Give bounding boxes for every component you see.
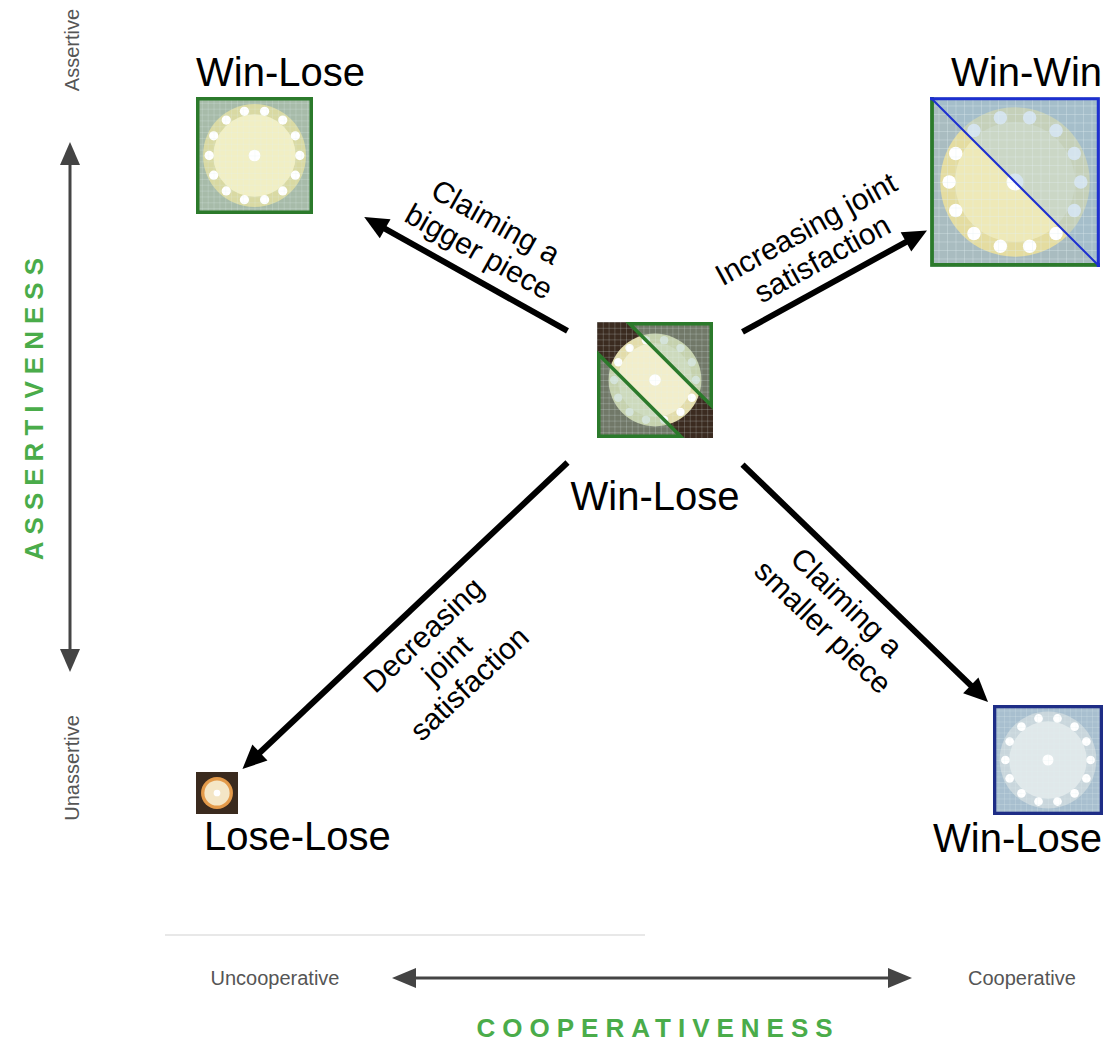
- pie-picture: [196, 97, 313, 214]
- arrowhead: [963, 677, 988, 702]
- arrowhead: [242, 745, 267, 769]
- pie-part: [196, 772, 238, 814]
- connector-arrow: [242, 463, 567, 769]
- outcome-label: Win-Lose: [571, 474, 740, 518]
- axis-label-holder: ASSERTIVENESS: [18, 251, 49, 560]
- pie-part: [995, 707, 1102, 814]
- outcome-node: Win-Lose: [930, 702, 1106, 863]
- axis-label-holder: Assertive: [60, 9, 84, 91]
- pie-part: [599, 354, 681, 436]
- axis-arrowhead: [60, 142, 80, 165]
- pie-part: [930, 97, 1100, 267]
- label-holder: Win-Lose: [571, 474, 740, 518]
- vertical-axis-line: [69, 160, 72, 655]
- horizontal-axis-line: [412, 977, 892, 980]
- label-holder: Win-Lose: [933, 816, 1102, 860]
- axis-title: ASSERTIVENESS: [18, 251, 49, 560]
- edge-label: Increasing joint satisfaction: [705, 163, 923, 324]
- pie-part: [198, 99, 311, 212]
- pie-picture: [930, 97, 1100, 267]
- outcome-label: Win-Win: [951, 50, 1102, 94]
- pie-part: [930, 97, 1100, 267]
- axis-end-label: Uncooperative: [211, 966, 340, 990]
- edge-label-holder: Increasing joint satisfaction: [705, 163, 923, 324]
- outcome-label: Win-Lose: [196, 50, 365, 94]
- pie-part: [201, 777, 233, 809]
- outcome-node: Lose-Lose: [193, 769, 394, 861]
- axis-label-holder: Uncooperative: [211, 966, 340, 990]
- outcome-label: Win-Lose: [933, 816, 1102, 860]
- outcome-node: Win-Win: [927, 47, 1105, 270]
- pie-part: [196, 97, 313, 214]
- outcome-label: Lose-Lose: [204, 814, 391, 858]
- pie-part: [629, 324, 711, 406]
- pie-part: [597, 322, 713, 438]
- pie-part: [597, 322, 713, 438]
- axis-label-holder: COOPERATIVENESS: [477, 1013, 840, 1044]
- pie-part: [204, 780, 229, 805]
- pie-part: [930, 97, 1100, 267]
- arrowhead: [364, 217, 390, 238]
- pie-part: [993, 705, 1103, 815]
- axis-arrowhead: [888, 968, 912, 988]
- label-holder: Win-Lose: [196, 50, 365, 94]
- outcome-node: Win-Lose: [568, 319, 743, 521]
- pie-part: [932, 97, 1100, 265]
- edge-label-holder: Decreasing joint satisfaction: [348, 563, 544, 756]
- pie-part: [930, 99, 1098, 267]
- axis-arrowhead: [392, 968, 416, 988]
- axis-arrowhead: [60, 649, 80, 672]
- edge-label: Decreasing joint satisfaction: [348, 563, 544, 756]
- pie-picture: [597, 322, 713, 438]
- pie-part: [214, 790, 221, 797]
- axis-label-holder: Unassertive: [60, 715, 84, 821]
- label-holder: Lose-Lose: [204, 814, 391, 858]
- outcome-node: Win-Lose: [193, 47, 368, 217]
- pie-picture: [993, 705, 1103, 815]
- pie-part: [930, 97, 1100, 267]
- faint-rule: [165, 934, 645, 936]
- axis-end-label: Assertive: [60, 9, 84, 91]
- axis-end-label: Cooperative: [968, 966, 1076, 990]
- axis-label-holder: Cooperative: [968, 966, 1076, 990]
- axis-title: COOPERATIVENESS: [477, 1013, 840, 1044]
- pie-part: [196, 97, 313, 214]
- pie-part: [993, 705, 1103, 815]
- label-holder: Win-Win: [951, 50, 1102, 94]
- pie-picture: [196, 772, 238, 814]
- arrowhead: [901, 230, 927, 251]
- axis-end-label: Unassertive: [60, 715, 84, 821]
